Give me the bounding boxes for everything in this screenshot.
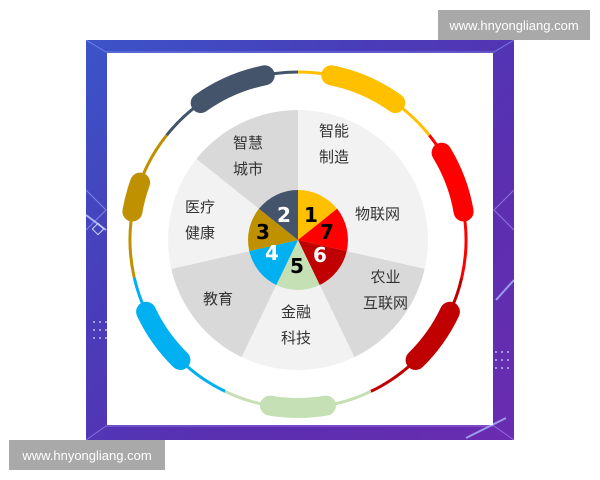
number-7: 7 <box>320 220 334 244</box>
number-3: 3 <box>256 220 270 244</box>
diagram-frame: 1 7 6 5 4 3 2 智能 制造 物联网 农业 互联网 金融 科技 教育 … <box>86 40 514 440</box>
number-1: 1 <box>304 203 318 227</box>
capsule-yellow <box>321 65 406 113</box>
number-4: 4 <box>265 241 279 265</box>
number-5: 5 <box>290 254 304 278</box>
capsule-dark-red <box>405 301 460 370</box>
watermark-bottom: www.hnyongliang.com <box>9 440 165 470</box>
background-decoration <box>86 40 514 440</box>
center-pie <box>248 190 348 290</box>
capsule-red <box>431 142 474 222</box>
segment-label-smart-city: 智慧 城市 <box>233 134 264 178</box>
segment-label-education: 教育 <box>203 290 234 308</box>
segment-label-agri-internet: 农业 互联网 <box>363 268 409 312</box>
capsule-gold <box>122 172 151 222</box>
segment-label-intelligent-manufacturing: 智能 制造 <box>319 122 350 166</box>
segment-label-fintech: 金融 科技 <box>281 303 312 347</box>
diagram-panel: 1 7 6 5 4 3 2 智能 制造 物联网 农业 互联网 金融 科技 教育 … <box>107 53 493 425</box>
segment-label-iot: 物联网 <box>355 205 401 223</box>
radial-diagram <box>122 65 474 418</box>
ring-capsules <box>122 65 474 418</box>
capsule-slate <box>190 65 275 113</box>
number-6: 6 <box>313 243 327 267</box>
segment-label-healthcare: 医疗 健康 <box>185 198 216 242</box>
capsule-cyan <box>136 301 191 370</box>
watermark-top: www.hnyongliang.com <box>438 10 590 40</box>
number-2: 2 <box>277 203 291 227</box>
capsule-green <box>260 395 336 418</box>
